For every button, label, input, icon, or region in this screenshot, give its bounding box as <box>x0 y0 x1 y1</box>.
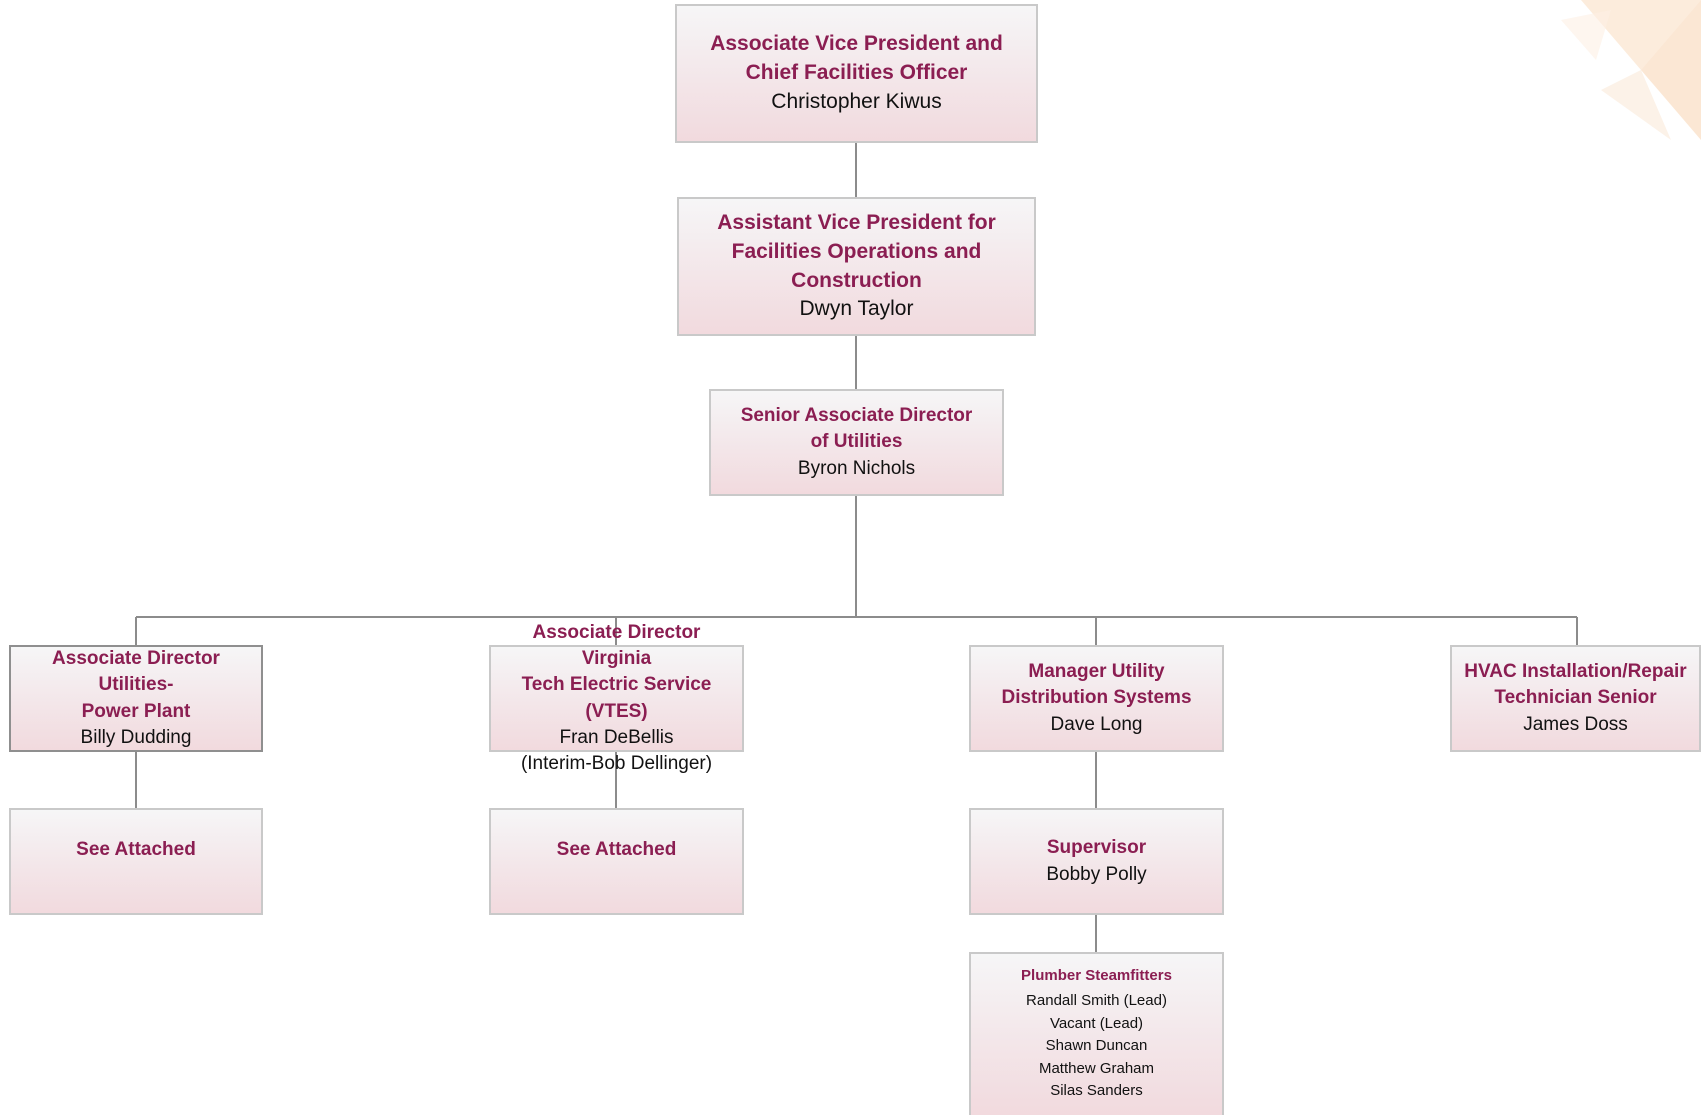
power-plant-attached-box: See Attached <box>9 808 263 915</box>
plumber-member: Shawn Duncan <box>1045 1037 1148 1055</box>
assistant-vp-title: Assistant Vice President for Facilities … <box>717 210 996 292</box>
senior-director-title: Senior Associate Director of Utilities <box>740 405 973 453</box>
power-plant-box: Associate Director Utilities- Power Plan… <box>9 645 263 752</box>
power-plant-see-attached: See Attached <box>76 839 196 861</box>
hvac-title: HVAC Installation/Repair Technician Seni… <box>1464 661 1687 709</box>
plumbers-box: Plumber Steamfitters Randall Smith (Lead… <box>969 952 1224 1115</box>
executive-box: Associate Vice President and Chief Facil… <box>675 4 1038 143</box>
plumbers-title: Plumber Steamfitters <box>1021 967 1172 985</box>
vtes-name: Fran DeBellis (Interim-Bob Dellinger) <box>520 726 713 774</box>
distribution-box: Manager Utility Distribution Systems Dav… <box>969 645 1224 752</box>
power-plant-title: Associate Director Utilities- Power Plan… <box>52 648 220 722</box>
vtes-see-attached: See Attached <box>556 839 677 861</box>
senior-director-name: Byron Nichols <box>797 457 916 479</box>
senior-director-box: Senior Associate Director of Utilities B… <box>709 389 1004 496</box>
assistant-vp-name: Dwyn Taylor <box>799 297 914 321</box>
assistant-vp-box: Assistant Vice President for Facilities … <box>677 197 1036 336</box>
corner-logo-decoration <box>1561 0 1701 140</box>
plumbers-member-list: Randall Smith (Lead) Vacant (Lead) Shawn… <box>1026 990 1167 1103</box>
plumber-member: Vacant (Lead) <box>1049 1014 1144 1032</box>
vtes-title: Associate Director Virginia Tech Electri… <box>521 621 712 722</box>
executive-name: Christopher Kiwus <box>771 89 942 113</box>
supervisor-title: Supervisor <box>1046 837 1147 859</box>
distribution-title: Manager Utility Distribution Systems <box>1001 661 1192 709</box>
supervisor-box: Supervisor Bobby Polly <box>969 808 1224 915</box>
distribution-name: Dave Long <box>1050 713 1143 735</box>
hvac-name: James Doss <box>1523 713 1628 735</box>
executive-title: Associate Vice President and Chief Facil… <box>710 32 1003 85</box>
vtes-box: Associate Director Virginia Tech Electri… <box>489 622 744 774</box>
plumber-member: Randall Smith (Lead) <box>1026 992 1167 1010</box>
power-plant-name: Billy Dudding <box>80 726 192 748</box>
plumber-member: Silas Sanders <box>1050 1082 1143 1100</box>
plumber-member: Matthew Graham <box>1038 1059 1155 1077</box>
supervisor-name: Bobby Polly <box>1046 863 1147 885</box>
vtes-attached-box: See Attached <box>489 808 744 915</box>
hvac-box: HVAC Installation/Repair Technician Seni… <box>1450 645 1701 752</box>
